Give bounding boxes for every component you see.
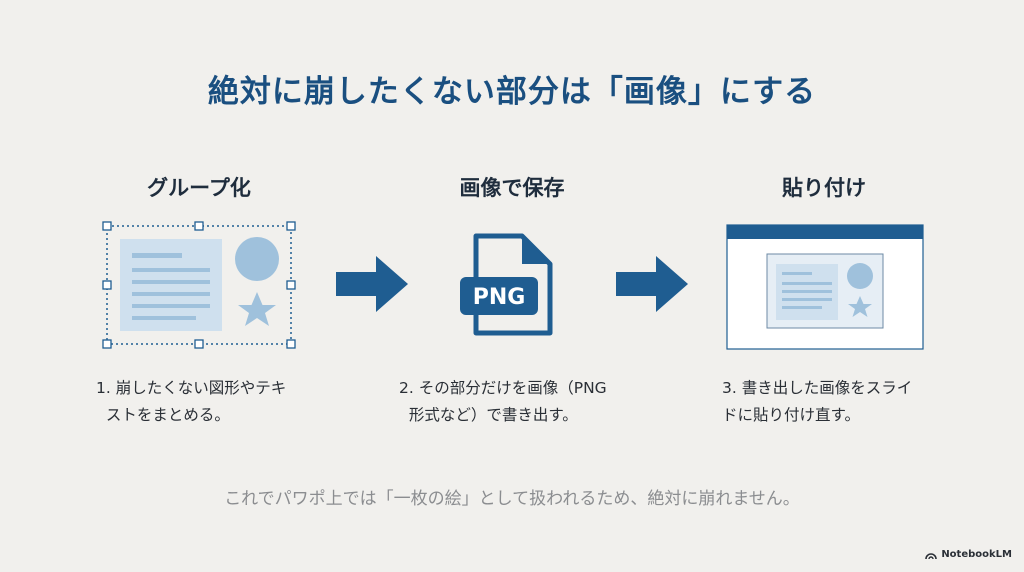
step-2-heading: 画像で保存 [459,176,565,200]
group-selection-icon [102,221,296,349]
step-3-heading: 貼り付け [782,176,866,200]
step-1-description: 1. 崩したくない図形やテキ ストをまとめる。 [96,379,287,424]
page-title: 絶対に崩したくない部分は「画像」にする [207,74,817,110]
brand-watermark: NotebookLM [925,549,1012,560]
notebooklm-logo-icon [925,552,938,559]
step-1-heading: グループ化 [147,176,251,200]
footer-note: これでパワポ上では「一枚の絵」として扱われるため、絶対に崩れません。 [224,489,800,509]
slide-paste-icon [726,224,924,350]
png-file-icon [460,233,553,336]
arrow-right-icon [336,256,408,312]
arrow-right-icon [616,256,688,312]
step-2-description: 2. その部分だけを画像（PNG 形式など）で書き出す。 [399,379,607,424]
png-label: PNG [472,285,526,310]
step-3-description: 3. 書き出した画像をスライ ドに貼り付け直す。 [722,379,913,424]
